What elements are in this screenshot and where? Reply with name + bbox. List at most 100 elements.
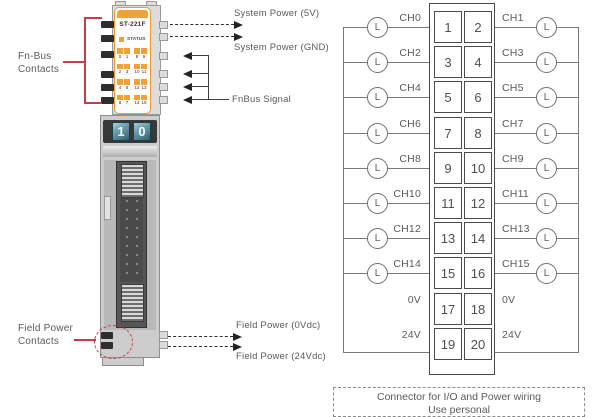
connector-ribs-top xyxy=(121,164,144,198)
fnbus-signal-arrowhead xyxy=(183,70,192,78)
channel-label-right: CH9 xyxy=(502,153,524,165)
led-number: 6 xyxy=(118,100,122,105)
channel-label-right: CH1 xyxy=(502,12,524,24)
module-foot xyxy=(102,357,144,366)
led-cell: 15 xyxy=(141,94,147,111)
fnbus-signal-label: FnBus Signal xyxy=(232,94,291,105)
module-right-bump xyxy=(159,52,168,60)
module-right-bump xyxy=(159,341,168,349)
led-number: 13 xyxy=(141,84,147,90)
led-cell: 5 xyxy=(124,79,130,95)
connector-side-latch xyxy=(104,196,111,220)
led-cell: 9 xyxy=(141,48,147,64)
load-symbol: L xyxy=(367,158,388,179)
system-power-gnd-arrowhead xyxy=(234,33,243,41)
pin-cell: 20 xyxy=(464,328,492,360)
led-cell: 2 xyxy=(117,63,123,80)
fnbus-signal-arrowhead xyxy=(183,52,192,60)
left-supply-rail xyxy=(343,27,344,353)
pin-cell: 9 xyxy=(434,152,462,184)
pin-cell: 19 xyxy=(434,328,462,360)
led-indicator xyxy=(124,63,130,69)
connector-ribs-bottom xyxy=(121,284,144,322)
led-indicator xyxy=(141,94,147,100)
connector-pin-column xyxy=(136,200,138,280)
led-indicator xyxy=(117,79,123,85)
field-power-24v-label: Field Power (24Vdc) xyxy=(236,351,326,362)
led-cell: 7 xyxy=(124,94,130,111)
fnbus-bracket-lead xyxy=(63,61,84,63)
fnbus-contact-tab xyxy=(101,21,114,28)
status-label: STATUS xyxy=(127,37,146,42)
pin-cell: 3 xyxy=(434,46,462,78)
led-cell: 11 xyxy=(141,63,147,80)
load-symbol: L xyxy=(367,228,388,249)
channel-label-left: CH4 xyxy=(399,82,421,94)
field-power-24v-arrow-line xyxy=(168,346,233,347)
led-indicator xyxy=(134,94,140,100)
connector-caption-line1: Connector for I/O and Power wiring xyxy=(377,391,541,403)
channel-label-right: CH5 xyxy=(502,82,524,94)
load-symbol: L xyxy=(536,123,557,144)
connector-caption-line2: Use personal xyxy=(428,404,490,416)
led-cell: 14 xyxy=(134,94,140,111)
field-power-0v-label: Field Power (0Vdc) xyxy=(236,320,321,331)
led-number: 1 xyxy=(125,53,129,59)
led-number: 15 xyxy=(141,100,147,105)
pin-cell: 1 xyxy=(434,11,462,43)
led-number: 2 xyxy=(118,69,122,74)
led-cell: 4 xyxy=(117,79,123,95)
load-symbol: L xyxy=(536,87,557,108)
channel-label-right: CH7 xyxy=(502,118,524,130)
field-power-24v-arrowhead xyxy=(233,343,242,351)
led-cell: 8 xyxy=(134,48,140,64)
led-indicator xyxy=(117,63,123,69)
module-model-label: ST-221F xyxy=(119,21,146,28)
channel-label-right: CH13 xyxy=(502,223,530,235)
pin-cell: 13 xyxy=(434,222,462,254)
led-indicator xyxy=(117,48,123,54)
field-power-highlight-circle xyxy=(94,325,133,359)
channel-label-left: CH2 xyxy=(399,47,421,59)
led-number: 8 xyxy=(135,53,139,59)
pin-cell: 17 xyxy=(434,293,462,325)
pin-cell: 2 xyxy=(464,11,492,43)
connector-caption-box: Connector for I/O and Power wiring Use p… xyxy=(333,387,585,417)
led-indicator xyxy=(141,79,147,85)
fnbus-signal-branch-line xyxy=(191,99,208,100)
system-power-5v-label: System Power (5V) xyxy=(234,8,320,19)
channel-label-right: CH11 xyxy=(502,188,529,200)
module-right-bump xyxy=(159,331,168,339)
led-cell: 1 xyxy=(124,48,130,64)
led-indicator xyxy=(141,48,147,54)
led-number: 7 xyxy=(125,100,129,105)
fnbus-bracket-vertical xyxy=(84,17,86,104)
field-power-contacts-label-line2: Contacts xyxy=(18,336,60,347)
thumbwheel-lower-strip xyxy=(103,146,157,157)
led-number: 0 xyxy=(118,53,122,59)
led-indicator xyxy=(134,48,140,54)
module-header-bar xyxy=(117,10,148,18)
led-cell: 3 xyxy=(124,63,130,80)
led-number: 4 xyxy=(118,84,122,90)
module-right-bump xyxy=(159,21,168,29)
led-cell: 6 xyxy=(117,94,123,111)
pin-cell: 15 xyxy=(434,257,462,289)
supply-wire-left xyxy=(343,352,431,353)
led-number: 9 xyxy=(142,53,146,59)
led-number: 10 xyxy=(134,69,140,74)
load-symbol: L xyxy=(367,17,388,38)
channel-label-right: 0V xyxy=(502,294,516,306)
channel-label-left: CH14 xyxy=(393,258,421,270)
channel-label-left: CH10 xyxy=(393,188,421,200)
led-indicator xyxy=(134,79,140,85)
led-indicator xyxy=(117,94,123,100)
fnbus-contacts-label-line1: Fn-Bus xyxy=(18,51,52,62)
channel-label-right: CH15 xyxy=(502,258,530,270)
pin-cell: 4 xyxy=(464,46,492,78)
led-indicator xyxy=(124,48,130,54)
load-symbol: L xyxy=(367,193,388,214)
system-power-5v-arrowhead xyxy=(234,21,243,29)
